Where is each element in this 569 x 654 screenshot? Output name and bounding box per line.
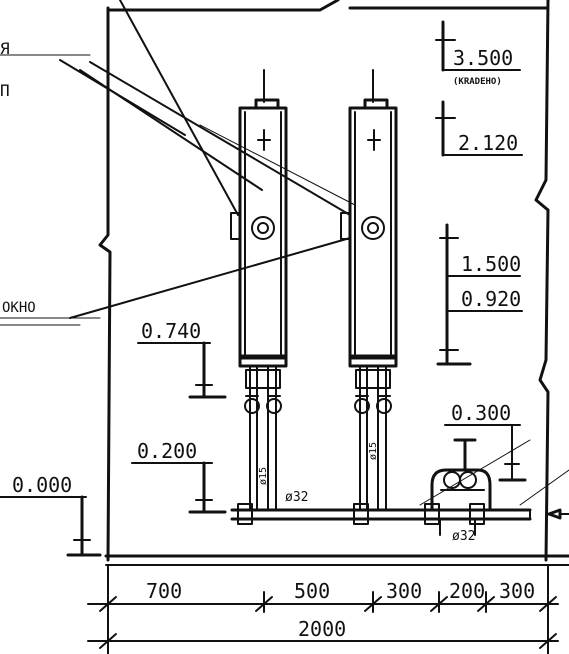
label-window: ОКНО xyxy=(2,300,36,316)
label-top-left: Я xyxy=(0,39,10,58)
elevation-marks-right xyxy=(435,20,527,482)
elevation-1500: 1.500 xyxy=(461,252,521,276)
elevation-3500-note: (KRADEHO) xyxy=(453,77,502,87)
elevation-marks-left xyxy=(0,341,227,557)
dim-300-a: 300 xyxy=(386,579,422,603)
pipe-label-d32-right: ø32 xyxy=(452,529,475,544)
elevation-0920: 0.920 xyxy=(461,287,521,311)
room-outline xyxy=(98,0,569,566)
dim-200: 200 xyxy=(449,579,485,603)
pipe-label-d32-left: ø32 xyxy=(285,490,308,505)
left-riser-column xyxy=(230,69,288,511)
elevation-2120: 2.120 xyxy=(458,131,518,155)
dim-500: 500 xyxy=(294,579,330,603)
elevation-0300: 0.300 xyxy=(451,401,511,425)
label-second-left: П xyxy=(0,81,10,100)
pipe-label-d15-a: ø15 xyxy=(258,467,269,485)
dim-total-2000: 2000 xyxy=(298,617,346,641)
elevation-3500: 3.500 xyxy=(453,46,513,70)
elevation-labels: 3.500 (KRADEHO) 2.120 1.500 0.920 0.740 … xyxy=(12,46,521,497)
elevation-0200: 0.200 xyxy=(137,439,197,463)
left-margin-labels: Я П ОКНО xyxy=(0,39,36,316)
elevation-0740: 0.740 xyxy=(141,319,201,343)
pipe-labels: ø32 ø32 ø15 ø15 xyxy=(258,442,475,544)
dimension-lines xyxy=(87,564,559,654)
pipe-label-d15-b: ø15 xyxy=(368,442,379,460)
dim-700: 700 xyxy=(146,579,182,603)
leader-lines xyxy=(0,0,356,326)
valve-assembly xyxy=(419,439,569,536)
horizontal-pipe xyxy=(230,503,569,525)
dimension-labels: 700 500 300 200 300 2000 xyxy=(146,579,535,641)
dim-300-b: 300 xyxy=(499,579,535,603)
right-riser-column xyxy=(340,69,398,511)
elevation-0000: 0.000 xyxy=(12,473,72,497)
